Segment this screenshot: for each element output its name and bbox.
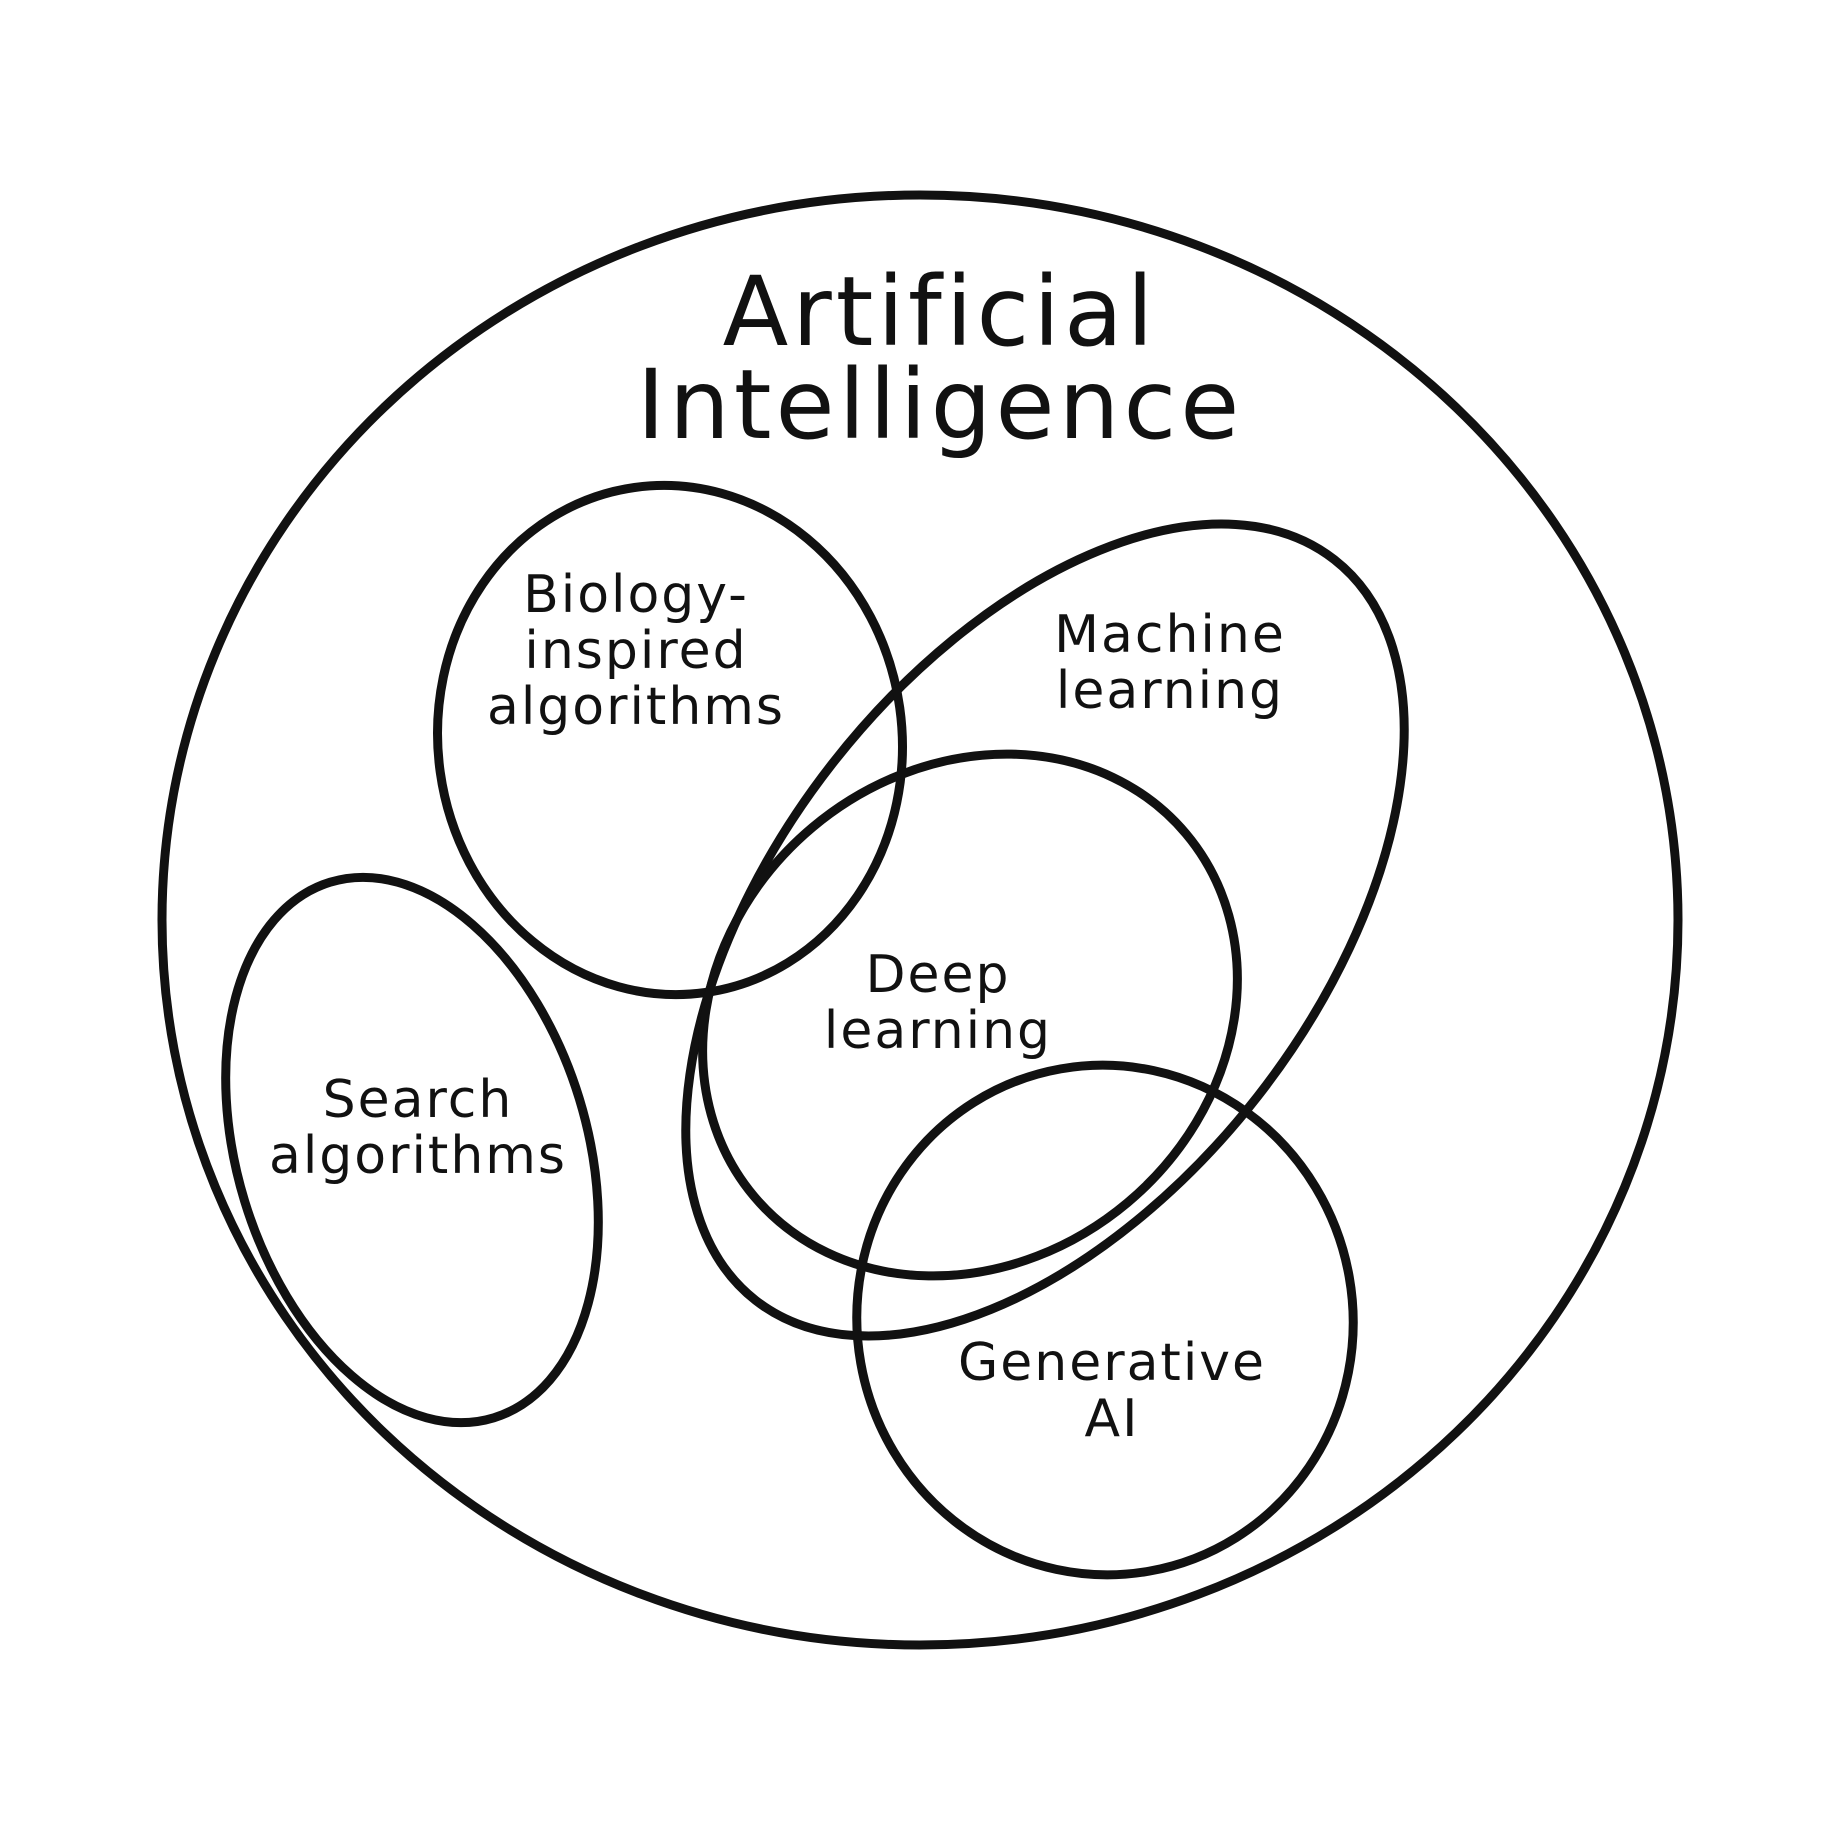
search-label-line-1: Search: [323, 1070, 514, 1130]
artificial-intelligence-region: [157, 190, 1683, 1650]
search-label-line-2: algorithms: [269, 1126, 567, 1186]
biology-label-line-2: inspired: [524, 621, 747, 681]
title-line-1: Artificial: [723, 256, 1158, 368]
deep-learning-label-line-2: learning: [824, 1001, 1052, 1061]
title-line-2: Intelligence: [637, 349, 1244, 461]
biology-label-line-3: algorithms: [487, 677, 785, 737]
deep-learning-region: [698, 749, 1242, 1281]
generative-label-line-2: AI: [1085, 1389, 1140, 1449]
biology-label-line-1: Biology-: [523, 565, 749, 625]
deep-learning-label-line-1: Deep: [865, 945, 1010, 1005]
generative-label-line-1: Generative: [958, 1333, 1266, 1393]
search-algorithms-region: [221, 872, 603, 1428]
machine-learning-region: [681, 519, 1409, 1341]
machine-learning-label-line-1: Machine: [1054, 605, 1286, 665]
machine-learning-label-line-2: learning: [1056, 661, 1284, 721]
generative-ai-region: [852, 1060, 1358, 1580]
